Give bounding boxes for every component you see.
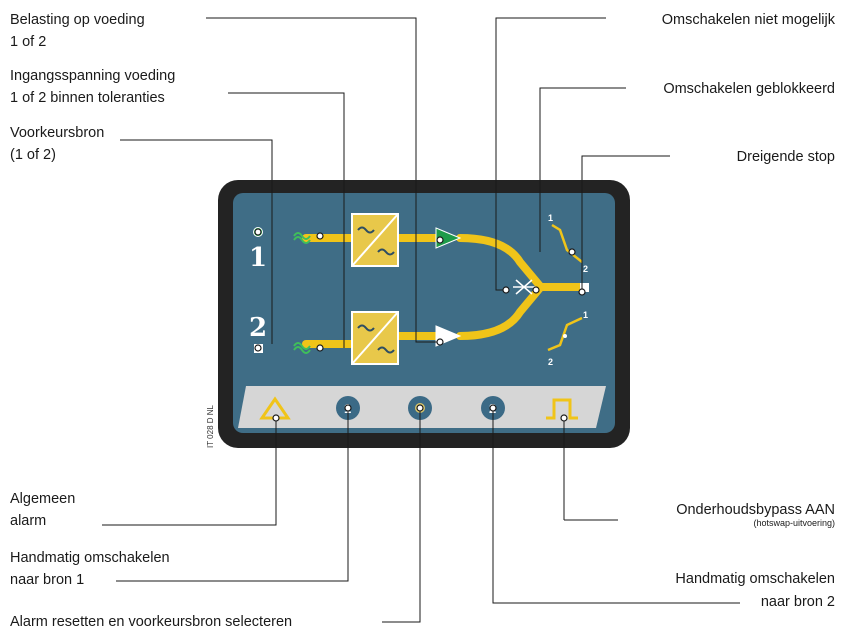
sine-wave-icon bbox=[293, 342, 311, 354]
label-hotswap: (hotswap-uitvoering) bbox=[753, 518, 835, 528]
leader-dots bbox=[254, 228, 586, 422]
svg-text:2: 2 bbox=[548, 357, 553, 367]
svg-text:1: 1 bbox=[583, 310, 588, 320]
svg-text:1: 1 bbox=[548, 213, 553, 223]
maintenance-bypass-button[interactable] bbox=[546, 398, 578, 420]
source-1-digit: 1 bbox=[249, 243, 267, 273]
label-voorkeursbron-2: (1 of 2) bbox=[10, 147, 56, 163]
output-indicator bbox=[580, 283, 589, 292]
label-belasting: Belasting op voeding bbox=[10, 12, 145, 28]
label-alarm-resetten: Alarm resetten en voorkeursbron selecter… bbox=[10, 614, 292, 630]
output-arrow-icon bbox=[435, 227, 462, 249]
switch-lower-icon: 1 2 bbox=[547, 310, 588, 367]
bypass-pulse-icon bbox=[546, 398, 578, 420]
converter-icon bbox=[351, 311, 399, 365]
label-handmatig-bron-2: Handmatig omschakelen bbox=[675, 571, 835, 587]
transfer-switch-icon bbox=[513, 279, 536, 295]
label-belasting-2: 1 of 2 bbox=[10, 34, 46, 50]
label-ingangsspanning: Ingangsspanning voeding bbox=[10, 68, 175, 84]
sine-wave-icon bbox=[293, 232, 311, 244]
converter-icon bbox=[351, 213, 399, 267]
display-screen bbox=[233, 193, 615, 433]
label-algemeen-alarm-2: alarm bbox=[10, 513, 46, 529]
label-dreigende-stop: Dreigende stop bbox=[737, 149, 835, 165]
label-omschakelen-niet-mogelijk: Omschakelen niet mogelijk bbox=[662, 12, 836, 28]
callout-labels: Belasting op voeding 1 of 2 Ingangsspann… bbox=[10, 12, 836, 630]
label-ingangsspanning-2: 1 of 2 binnen toleranties bbox=[10, 90, 165, 106]
label-handmatig-bron-2-2: naar bron 2 bbox=[761, 594, 835, 610]
label-onderhoudsbypass: Onderhoudsbypass AAN bbox=[676, 502, 835, 518]
label-handmatig-bron-1: Handmatig omschakelen bbox=[10, 550, 170, 566]
label-omschakelen-geblokkeerd: Omschakelen geblokkeerd bbox=[663, 81, 835, 97]
svg-text:2: 2 bbox=[583, 264, 588, 274]
side-code: IT 028 D NL bbox=[206, 404, 215, 448]
label-algemeen-alarm: Algemeen bbox=[10, 491, 75, 507]
label-handmatig-bron-1-2: naar bron 1 bbox=[10, 572, 84, 588]
leader-lines bbox=[102, 17, 740, 623]
device-display: 1 2 bbox=[218, 180, 630, 448]
label-voorkeursbron: Voorkeursbron bbox=[10, 125, 104, 141]
source-2-digit: 2 bbox=[249, 313, 267, 343]
switch-upper-icon: 1 2 bbox=[548, 213, 588, 274]
